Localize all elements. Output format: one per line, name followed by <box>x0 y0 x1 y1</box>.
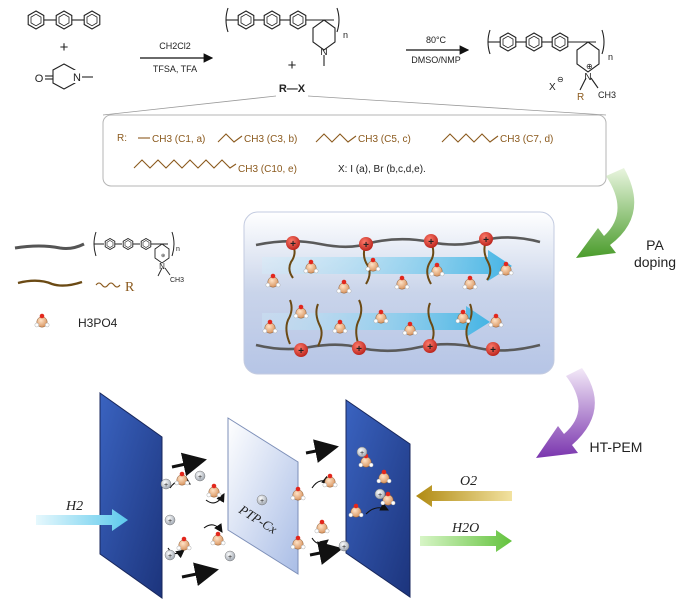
product-repeat-n: n <box>608 52 613 62</box>
product-methyl-label: CH3 <box>598 90 616 100</box>
ptp-polymer <box>225 7 340 66</box>
cation-sites-upper <box>286 232 493 251</box>
callout-line-left <box>102 95 277 116</box>
cation-plus-3: + <box>428 237 434 248</box>
legend-acid-label: H3PO4 <box>78 316 118 330</box>
h2o-output-arrow <box>420 530 512 552</box>
anode-plate <box>99 392 163 599</box>
product-r-label: R <box>577 92 584 103</box>
temperature-label: 80°C <box>426 35 447 45</box>
legend-sidechain-line <box>17 279 83 287</box>
product-nitrogen-label: N <box>584 72 591 83</box>
substituent-box <box>102 114 607 187</box>
product-anion-label: X <box>549 82 556 93</box>
proton-plus-2: + <box>198 474 202 481</box>
legend <box>14 231 175 328</box>
doping-label-1: PA <box>646 237 664 253</box>
ketone-nitrogen-label: N <box>73 72 81 84</box>
terphenyl-monomer <box>27 10 101 30</box>
piperidone-monomer <box>45 63 93 90</box>
legend-charge: ⊕ <box>161 253 165 259</box>
h2-input-arrow <box>36 509 128 531</box>
legend-nitrogen-label: N <box>159 262 165 271</box>
legend-methyl-label: CH3 <box>170 277 184 284</box>
application-label: HT-PEM <box>590 439 643 455</box>
legend-acid-molecule <box>34 313 50 328</box>
polymer-nitrogen-label: N <box>320 47 327 58</box>
proton-plus-9: + <box>378 492 382 499</box>
doped-membrane-panel <box>243 211 555 375</box>
cation-plus-1: + <box>290 239 296 250</box>
proton-plus-6: + <box>260 498 264 505</box>
o2-input-arrow <box>416 485 512 507</box>
proton-channel-upper <box>262 250 512 281</box>
cation-plus-8: + <box>490 345 496 356</box>
solvent-label: CH2Cl2 <box>159 41 191 51</box>
cation-plus-4: + <box>483 235 489 246</box>
product-cation-charge: ⊕ <box>586 62 593 71</box>
callout-line-right <box>307 95 607 116</box>
application-arrow <box>536 368 595 458</box>
h2o-label: H2O <box>451 521 479 536</box>
proton-plus-1: + <box>164 482 168 489</box>
substituent-chains <box>133 133 499 169</box>
substituent-c7: CH3 (C7, d) <box>500 134 553 145</box>
plus-sign-2: + <box>288 57 297 74</box>
substituent-c10: CH3 (C10, e) <box>238 164 297 175</box>
legend-backbone-line <box>14 242 85 250</box>
quaternized-polymer <box>487 29 605 91</box>
halide-note: X: I (a), Br (b,c,d,e). <box>338 164 426 175</box>
ketone-oxygen-label: O <box>35 73 44 85</box>
medium-label: DMSO/NMP <box>411 55 461 65</box>
proton-plus-7: + <box>342 544 346 551</box>
proton-plus-5: + <box>228 554 232 561</box>
proton-plus-4: + <box>168 553 172 560</box>
proton-beads <box>160 446 386 562</box>
substituent-c5: CH3 (C5, c) <box>358 134 411 145</box>
legend-repeat-n: n <box>176 246 180 253</box>
doping-label-2: doping <box>634 254 676 270</box>
polymer-repeat-n: n <box>343 30 348 40</box>
cation-plus-7: + <box>427 342 433 353</box>
cation-sites-lower <box>294 339 500 357</box>
substituent-c1: CH3 (C1, a) <box>152 134 205 145</box>
doping-arrow <box>576 168 635 258</box>
proton-plus-3: + <box>168 518 172 525</box>
substituent-c3: CH3 (C3, b) <box>244 134 297 145</box>
substituent-prefix: R: <box>117 133 127 144</box>
acid-label: TFSA, TFA <box>153 64 197 74</box>
legend-r-squiggle <box>95 282 121 288</box>
alkyl-halide-label: R—X <box>279 83 306 95</box>
o2-label: O2 <box>460 474 477 489</box>
cation-plus-6: + <box>356 344 362 355</box>
cation-plus-5: + <box>298 346 304 357</box>
cation-plus-2: + <box>363 240 369 251</box>
product-anion-charge: ⊖ <box>557 75 564 84</box>
proton-plus-8: + <box>360 450 364 457</box>
fuel-cell <box>36 392 512 599</box>
legend-r-label: R <box>125 280 135 295</box>
h2-label: H2 <box>65 499 83 514</box>
plus-sign-1: + <box>60 39 69 56</box>
transport-arrows <box>171 439 343 586</box>
